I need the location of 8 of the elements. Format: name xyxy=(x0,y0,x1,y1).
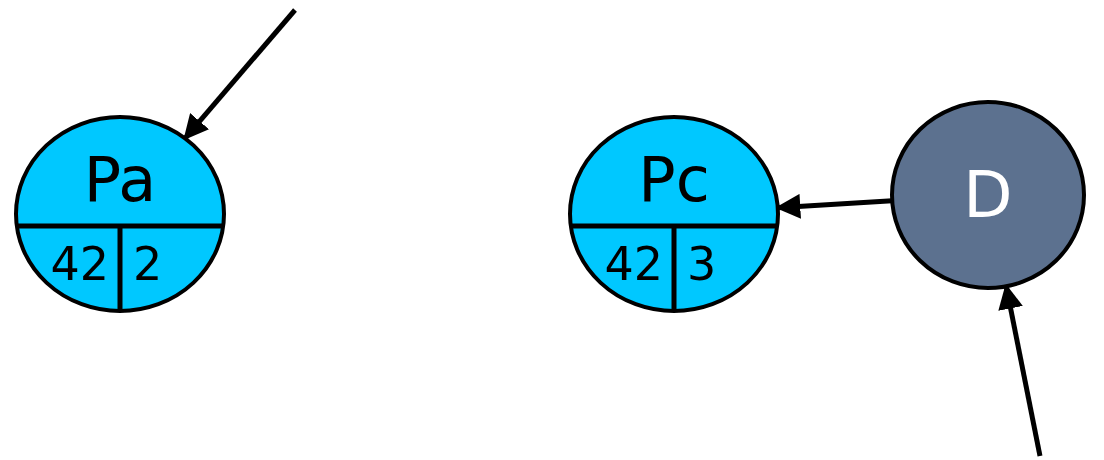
count-value: 2 xyxy=(132,240,163,287)
count-value: 42 xyxy=(604,240,663,287)
count-value: 42 xyxy=(50,240,109,287)
arrow xyxy=(183,8,297,141)
place-name: Pc xyxy=(638,149,710,212)
count-value: 3 xyxy=(686,240,717,287)
node-label: D xyxy=(963,163,1013,227)
place-name: Pa xyxy=(83,149,157,212)
